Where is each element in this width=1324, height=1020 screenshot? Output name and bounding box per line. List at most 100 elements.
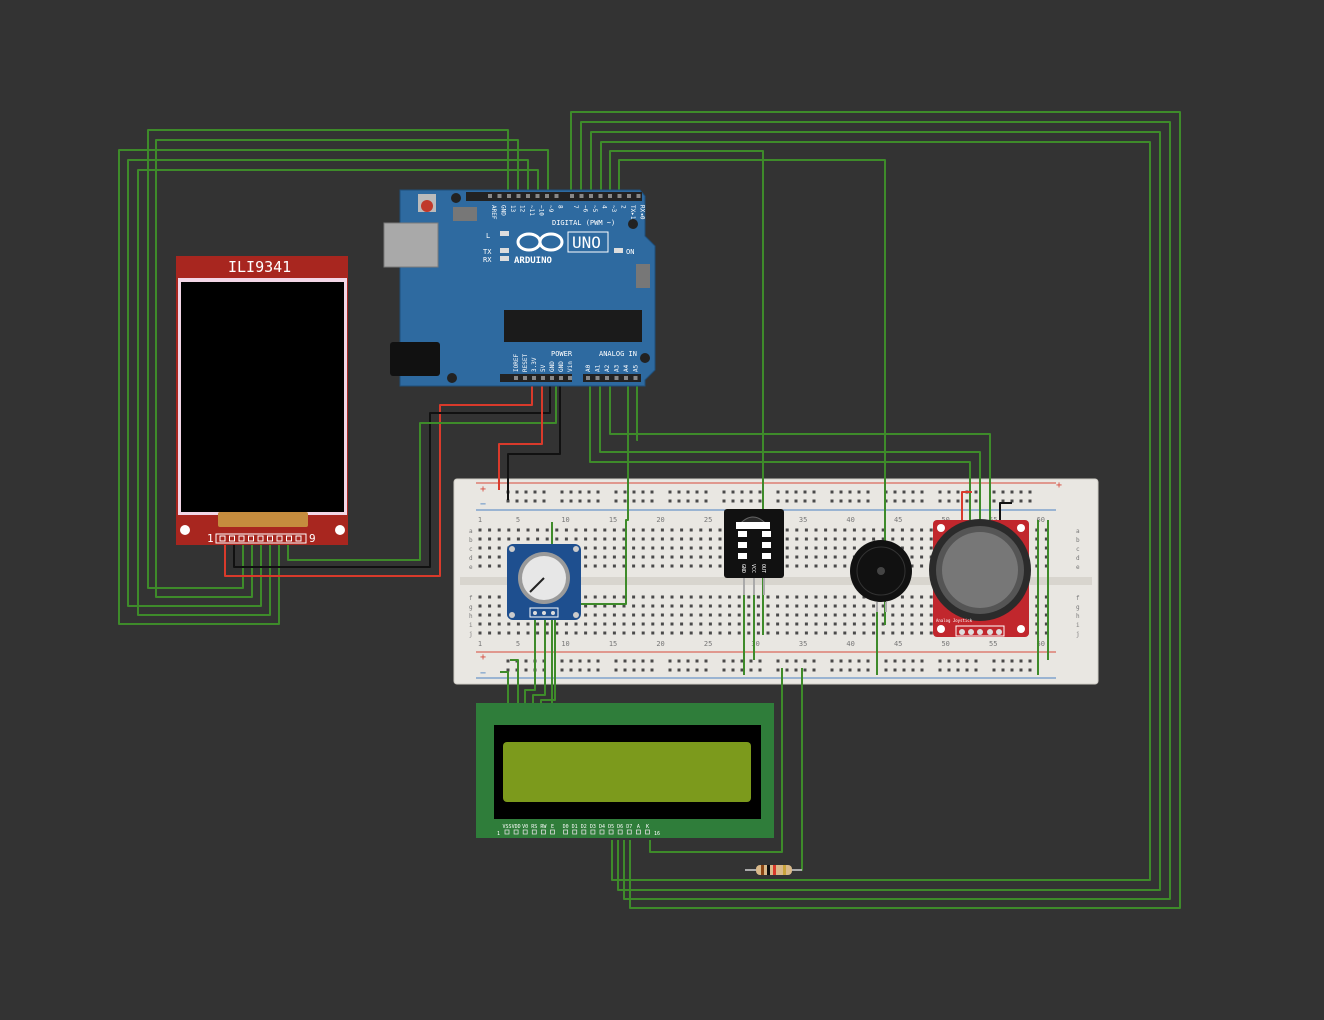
column-label: 60 (1037, 640, 1045, 648)
lcd-pin[interactable] (626, 829, 632, 835)
analog-joystick[interactable]: Analog Joystick (929, 519, 1031, 637)
wire-tft-4[interactable] (137, 169, 539, 616)
tft-pin[interactable] (276, 535, 283, 542)
wire-tft-led[interactable] (287, 380, 557, 561)
digital-pin-label: ~5 (591, 205, 598, 213)
piezo-buzzer[interactable] (850, 540, 912, 612)
lcd-pin[interactable] (513, 829, 519, 835)
digital-pin-label: AREF (490, 205, 497, 220)
tft-pin-first: 1 (207, 532, 214, 545)
lcd-pin[interactable] (504, 829, 510, 835)
lcd-pin[interactable] (522, 829, 528, 835)
power-jack[interactable] (390, 342, 440, 376)
tft-pin[interactable] (238, 535, 245, 542)
row-label: a (469, 528, 473, 535)
column-label: 30 (751, 640, 759, 648)
lcd-pin-label: D1 (572, 824, 578, 830)
lcd-pin[interactable] (645, 829, 650, 835)
digital-pin-label: ~11 (528, 205, 535, 216)
lcd-pin-label: D0 (563, 824, 569, 830)
row-label: c (1076, 546, 1080, 553)
lcd-pin[interactable] (608, 829, 614, 835)
lcd-pin[interactable] (563, 829, 568, 835)
lcd-pin-first: 1 (497, 831, 500, 837)
column-label: 1 (478, 516, 482, 524)
lcd-pin-label: K (646, 824, 649, 830)
column-label: 60 (1037, 516, 1045, 524)
ili9341-display[interactable]: ILI9341 1 9 (176, 256, 348, 545)
column-label: 20 (656, 640, 664, 648)
rail-plus-top: + (480, 484, 486, 495)
column-label: 45 (894, 640, 902, 648)
ir-pin-label: VCC (750, 564, 756, 573)
lcd-pin-label: D6 (617, 824, 623, 830)
wire-d4[interactable] (600, 141, 1151, 881)
tft-pin[interactable] (229, 535, 235, 542)
lcd-pin[interactable] (581, 829, 587, 835)
wire-lcd-a[interactable] (649, 668, 783, 853)
usb-port[interactable] (383, 222, 439, 268)
lcd-pin[interactable] (550, 829, 555, 835)
power-pin-label: GND (558, 361, 565, 372)
wire-d3[interactable] (609, 150, 764, 635)
rail-plus-top-right: + (1056, 480, 1062, 491)
led-tx-label: TX (483, 248, 492, 256)
row-label: j (1076, 631, 1080, 638)
arduino-infinity-logo (516, 232, 564, 252)
led-on-label: ON (626, 248, 634, 256)
wire-tft-2[interactable] (155, 139, 519, 598)
column-label: 15 (609, 516, 617, 524)
digital-pin-label: 2 (620, 205, 627, 209)
digital-pin-label: 12 (519, 205, 526, 213)
joystick-stick[interactable] (942, 532, 1018, 608)
wire-d2[interactable] (618, 159, 886, 625)
column-label: 15 (609, 640, 617, 648)
wire-tft-vcc[interactable] (224, 380, 533, 577)
lcd-pin[interactable] (572, 829, 578, 835)
tft-pin[interactable] (267, 535, 273, 542)
digital-pin-label: 4 (601, 205, 608, 209)
tft-pin[interactable] (286, 535, 292, 542)
lcd-pin-label: E (551, 824, 554, 830)
lcd-pin[interactable] (599, 829, 605, 835)
wire-tft-5[interactable] (118, 149, 549, 625)
analog-pin-label: A2 (604, 364, 611, 372)
wire-d5[interactable] (590, 131, 1161, 891)
lcd-pin[interactable] (541, 829, 546, 835)
wire-gnd-rail[interactable] (507, 380, 561, 500)
row-label: a (1076, 528, 1080, 535)
column-label: 10 (561, 516, 569, 524)
column-label: 35 (799, 516, 807, 524)
row-label: b (1076, 537, 1080, 544)
lcd-pin[interactable] (617, 829, 623, 835)
row-label: h (469, 613, 473, 620)
tft-pin[interactable] (248, 535, 254, 542)
wire-5v-rail[interactable] (498, 380, 543, 490)
lcd-pin-label: VDD (512, 824, 521, 830)
analog-pin-label: A3 (614, 364, 621, 372)
tft-pin[interactable] (257, 535, 264, 542)
lcd-pin[interactable] (531, 829, 537, 835)
row-label: g (469, 604, 473, 611)
tft-pin[interactable] (295, 535, 302, 542)
digital-pin-label: ~6 (582, 205, 589, 213)
wire-d7[interactable] (570, 111, 1181, 909)
wire-tft-3[interactable] (127, 159, 529, 607)
potentiometer[interactable] (507, 544, 581, 620)
lcd-pin[interactable] (590, 829, 596, 835)
lcd-pin-label: D3 (590, 824, 596, 830)
tft-pin[interactable] (219, 535, 226, 542)
lcd-pin[interactable] (636, 829, 641, 835)
wire-lcd-k[interactable] (790, 668, 803, 871)
lcd-pin-label: V0 (522, 824, 528, 830)
reset-button[interactable] (421, 200, 433, 212)
resistor[interactable] (745, 865, 802, 875)
wire-tft-gnd[interactable] (233, 380, 551, 568)
wire-a5[interactable] (636, 380, 638, 441)
